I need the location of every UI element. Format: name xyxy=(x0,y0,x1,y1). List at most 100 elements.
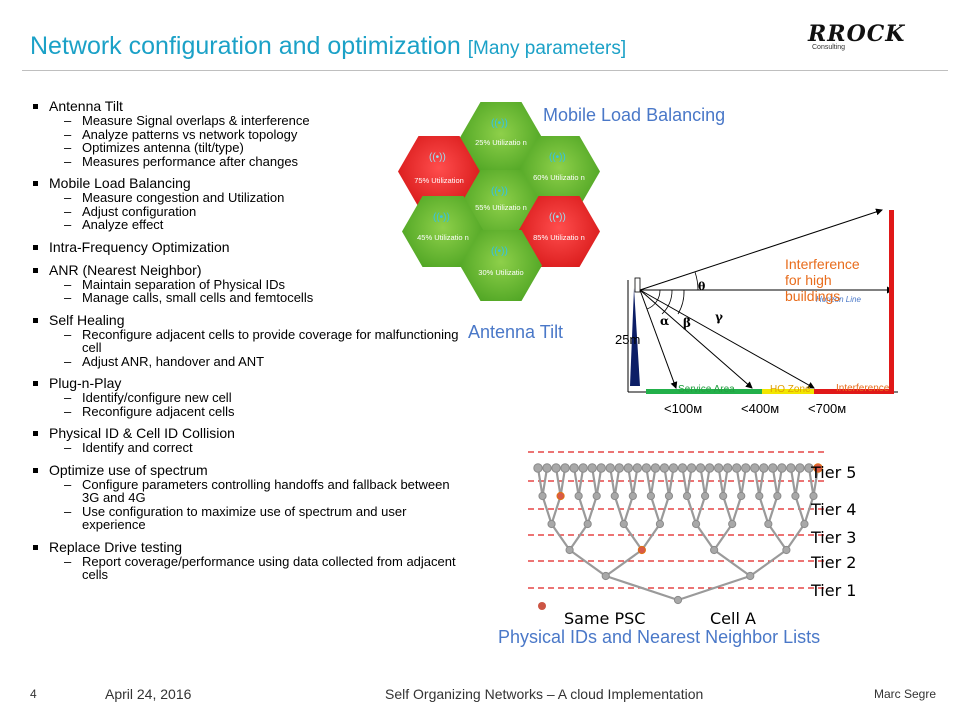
tree-edge xyxy=(740,467,747,497)
interference-high-buildings-label: Interference for high buildings xyxy=(785,256,873,304)
bullet-label: ANR (Nearest Neighbor) xyxy=(49,261,202,278)
tree-node xyxy=(592,491,601,501)
tree-node xyxy=(719,491,728,501)
angle-arc xyxy=(646,289,661,310)
bullet-label: Physical ID & Cell ID Collision xyxy=(49,425,235,441)
tree-node xyxy=(632,463,643,473)
title-sub: [Many parameters] xyxy=(467,38,627,59)
tree-edge xyxy=(663,467,671,497)
service-area-label: Service Area xyxy=(678,384,735,395)
tree-edge xyxy=(586,495,598,525)
logo-subtext: Consulting xyxy=(812,44,846,51)
tree-edge xyxy=(605,549,643,577)
tree-edge xyxy=(591,467,598,497)
same-psc-node xyxy=(813,463,823,473)
beam-700 xyxy=(639,289,815,389)
angle-arc xyxy=(677,289,685,315)
beam-high xyxy=(639,208,883,291)
cell-a-label: Cell A xyxy=(710,609,756,628)
sub-bullet: Identify and correct xyxy=(82,440,193,455)
tree-edge xyxy=(622,495,634,525)
tree-node xyxy=(574,491,583,501)
same-psc-node xyxy=(556,491,565,501)
tree-node xyxy=(691,519,701,529)
beam-400 xyxy=(639,289,753,389)
antenna-head xyxy=(634,277,641,293)
sub-bullet: Configure parameters controlling handoff… xyxy=(82,476,450,505)
sub-bullet: Measures performance after changes xyxy=(82,153,299,169)
tree-edge xyxy=(807,467,815,497)
tree-node xyxy=(728,519,737,529)
tree-edge xyxy=(554,467,562,497)
tree-node xyxy=(628,491,637,501)
tree-node xyxy=(682,491,692,501)
tree-node xyxy=(664,491,674,501)
tree-edge xyxy=(749,549,788,577)
tree-edge xyxy=(595,467,603,497)
bullet-item: Physical ID & Cell ID Collision –Identif… xyxy=(30,425,470,455)
interference-bar xyxy=(814,389,894,394)
tree-edge xyxy=(640,523,661,551)
tree-node xyxy=(583,519,592,529)
tree-node xyxy=(646,491,656,501)
tree-edge xyxy=(541,467,549,497)
title-main: Network configuration and optimization xyxy=(30,32,461,60)
tree-node xyxy=(650,463,661,473)
tree-node xyxy=(755,491,764,501)
tree-node xyxy=(547,519,556,529)
tree-node xyxy=(596,463,606,473)
tier-2-label: Tier 2 xyxy=(811,553,857,572)
bullet-square-icon xyxy=(33,244,38,250)
bullet-item: Intra-Frequency Optimization xyxy=(30,239,470,255)
tree-edge xyxy=(677,574,751,602)
tree-node xyxy=(542,463,552,473)
beta-label: β xyxy=(683,316,691,330)
tree-edge xyxy=(713,549,751,577)
tree-node xyxy=(786,463,796,473)
tree-node xyxy=(804,463,814,473)
tree-node xyxy=(777,463,787,473)
page-title: Network configuration and optimization [… xyxy=(30,32,626,61)
hex-util-label: 45% Utilizatio n xyxy=(417,233,469,242)
antenna-icon: ((•)) xyxy=(549,152,566,163)
antenna-height-label: 25m xyxy=(615,332,641,347)
tree-node xyxy=(695,463,706,473)
tree-node xyxy=(704,463,715,473)
sub-bullet: Analyze patterns vs network topology xyxy=(82,126,298,142)
antenna-icon: ((•)) xyxy=(433,212,450,223)
sub-bullet: Manage calls, small cells and femtocells xyxy=(82,290,314,305)
tree-edge xyxy=(789,467,797,497)
tree-edge xyxy=(559,467,567,497)
bullet-label: Mobile Load Balancing xyxy=(49,175,191,191)
tier-4-label: Tier 4 xyxy=(811,500,857,519)
antenna-icon: ((•)) xyxy=(491,246,508,257)
tree-node xyxy=(732,463,742,473)
tree-edge xyxy=(717,467,725,497)
horizon-line-label: Horizon Line xyxy=(816,295,861,304)
alpha-label: α xyxy=(660,314,669,328)
tier-3-label: Tier 3 xyxy=(811,528,857,547)
tree-node xyxy=(614,463,624,473)
tree-node xyxy=(587,463,597,473)
tree-node xyxy=(710,545,719,555)
tree-node xyxy=(713,463,724,473)
tree-node xyxy=(673,595,683,605)
tier-1-label: Tier 1 xyxy=(811,581,857,600)
tree-edge xyxy=(577,495,589,525)
tree-edge xyxy=(609,467,616,497)
tree-node xyxy=(668,463,679,473)
tree-edge xyxy=(568,549,607,577)
tree-node xyxy=(560,463,570,473)
distance-700-label: <700м xyxy=(808,401,847,416)
beam-100 xyxy=(639,289,678,389)
bullet-item: ANR (Nearest Neighbor) –Maintain separat… xyxy=(30,262,470,305)
bullet-square-icon xyxy=(33,381,38,386)
tree-edge xyxy=(771,467,779,497)
bullet-list: Antenna Tilt –Measure Signal overlaps & … xyxy=(30,98,470,589)
tree-node xyxy=(601,571,610,581)
tree-node xyxy=(737,491,746,501)
tree-edge xyxy=(681,467,689,497)
tree-node xyxy=(700,491,710,501)
tree-node xyxy=(768,463,778,473)
tree-edge xyxy=(767,523,788,551)
